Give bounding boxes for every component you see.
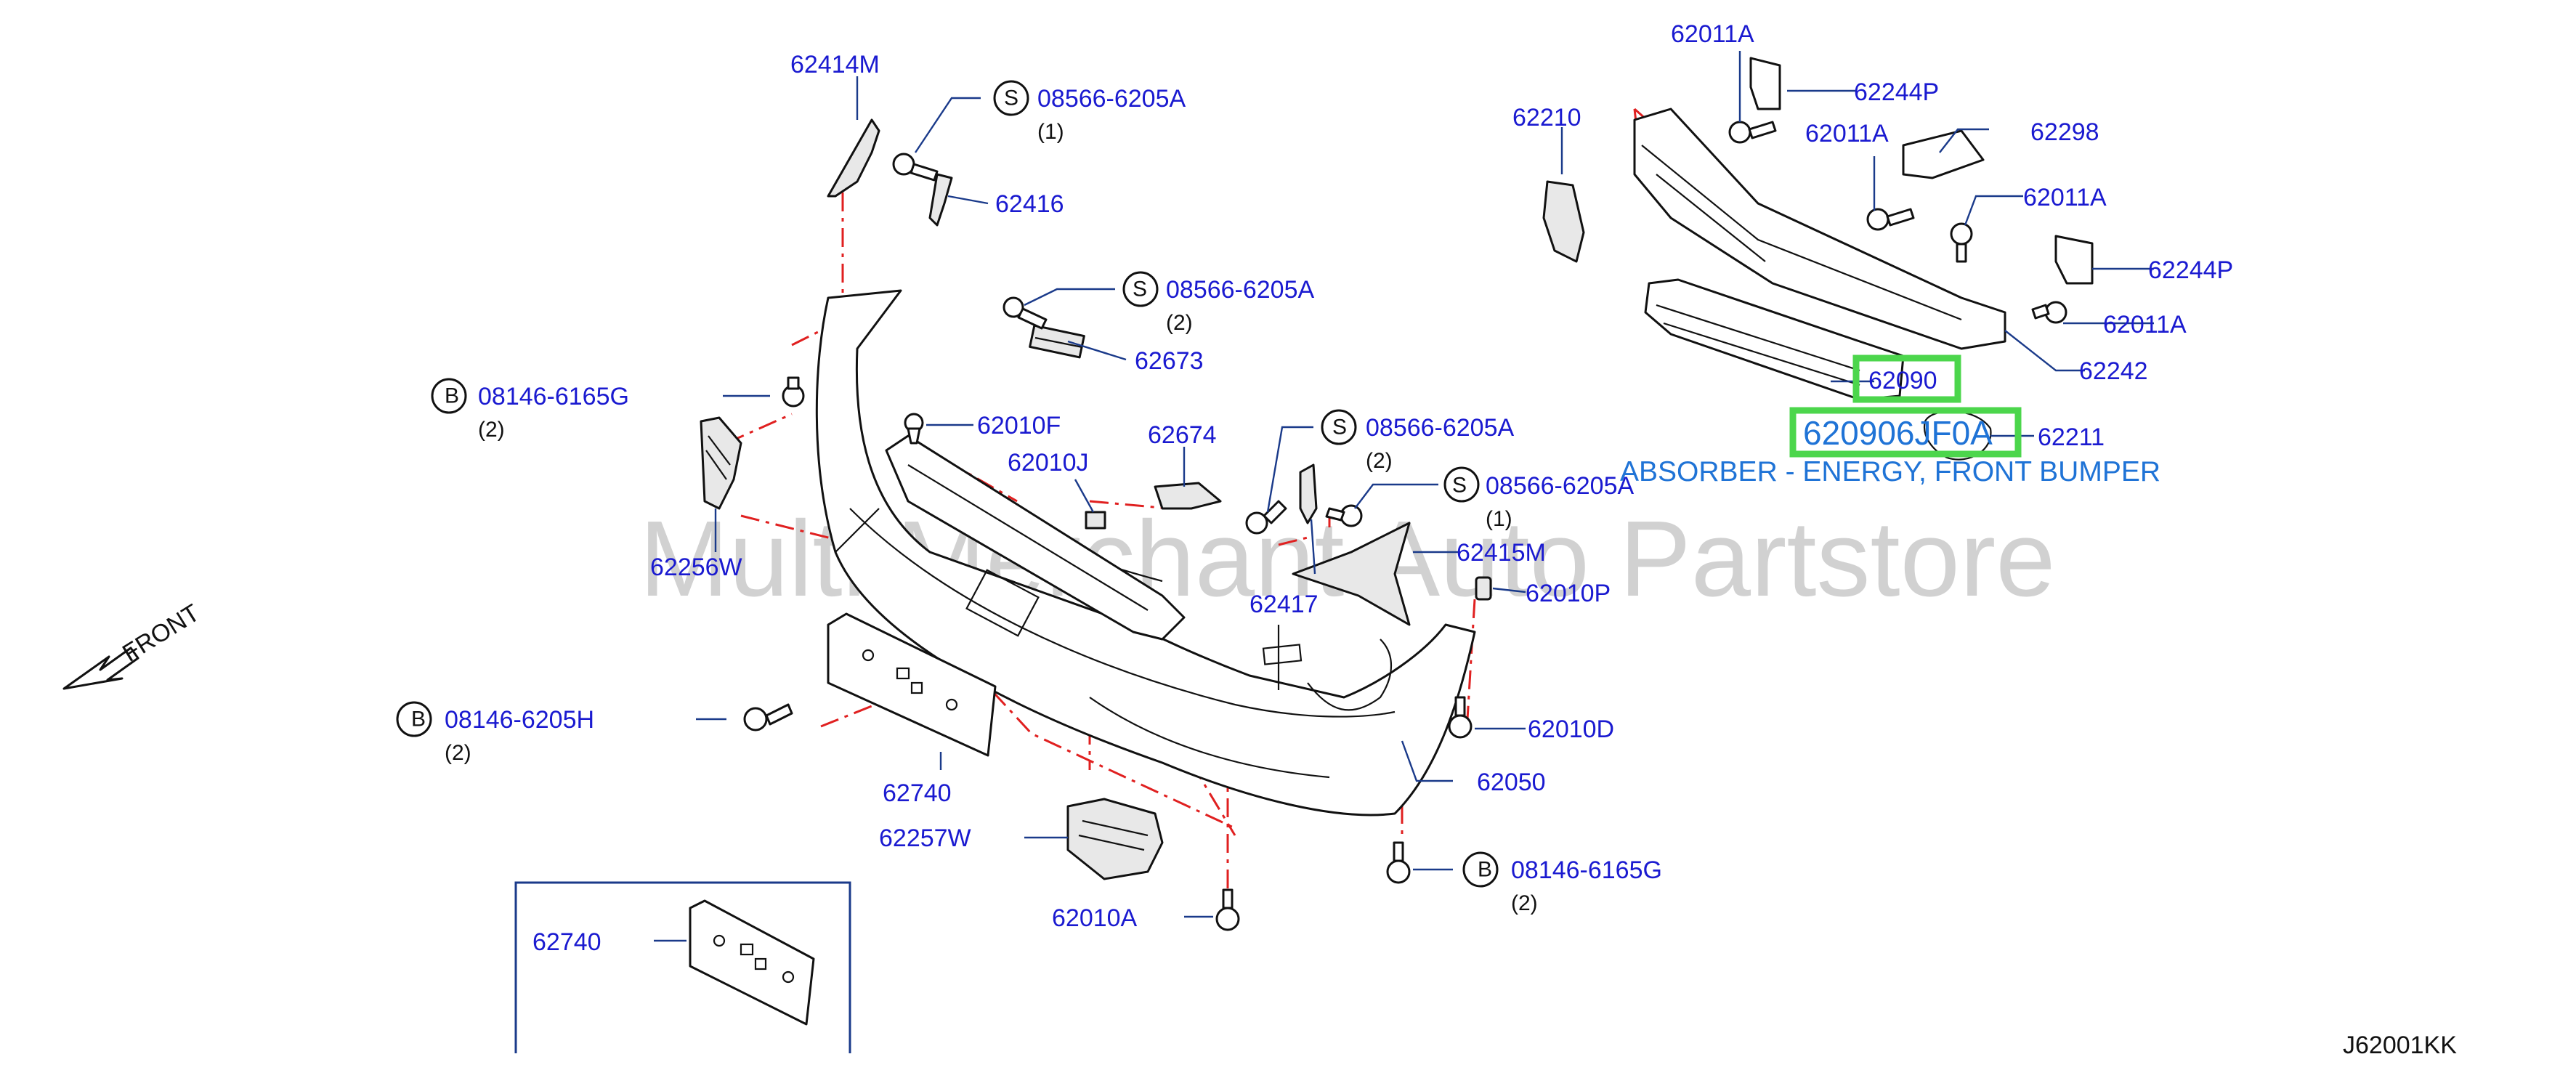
bolt-icon xyxy=(782,376,805,408)
part-62010j xyxy=(1085,511,1106,530)
drawing-code: J62001KK xyxy=(2343,1032,2457,1059)
inner-bracket xyxy=(885,434,1186,641)
front-arrow-icon xyxy=(62,647,139,690)
callout-label: 62242 xyxy=(2079,357,2148,385)
callout-label: 08146-6205H xyxy=(445,706,594,734)
callout-label: 08146-6165G xyxy=(1511,856,1662,884)
part-62673 xyxy=(1029,324,1085,359)
callout-label: 62011A xyxy=(1805,120,1889,147)
callout-label: 62257W xyxy=(879,824,971,852)
part-62674 xyxy=(1154,482,1222,510)
quantity-label: (2) xyxy=(445,741,471,765)
part-62210 xyxy=(1542,180,1585,263)
callout-label: 08566-6205A xyxy=(1037,85,1186,113)
callout-label: 62010F xyxy=(977,412,1061,439)
symbol-letter: B xyxy=(445,384,459,408)
callout-label: 62010P xyxy=(1526,580,1611,607)
callout-label: 08566-6205A xyxy=(1486,472,1635,500)
callout-label: 62740 xyxy=(532,928,602,956)
highlight-part-number: 62090 xyxy=(1868,367,1937,394)
callout-label: 08566-6205A xyxy=(1166,276,1315,304)
quantity-label: (2) xyxy=(478,418,505,442)
callout-label: 62740 xyxy=(883,779,952,807)
bolt-icon xyxy=(1003,296,1048,330)
callout-label: 62011A xyxy=(2023,184,2107,211)
highlight-box-full-part xyxy=(1789,407,2022,458)
bolt-icon xyxy=(1728,121,1777,144)
symbol-letter: S xyxy=(1452,474,1467,498)
quantity-label: (2) xyxy=(1511,891,1538,915)
callout-label: 62211 xyxy=(2038,423,2105,451)
callout-label: 62673 xyxy=(1135,347,1204,375)
part-62257w xyxy=(1066,798,1164,880)
part-62415m xyxy=(1292,522,1411,626)
quantity-label: (2) xyxy=(1366,449,1393,473)
part-62244p xyxy=(2054,235,2094,285)
part-62244p xyxy=(1749,57,1781,110)
symbol-letter: S xyxy=(1332,416,1347,439)
callout-label: 62011A xyxy=(2103,311,2187,339)
part-62010p xyxy=(1475,576,1492,601)
bolt-icon xyxy=(1950,222,1973,263)
symbol-letter: S xyxy=(1004,86,1018,110)
symbol-circles xyxy=(396,80,1499,888)
callout-label: 62244P xyxy=(2148,256,2233,284)
symbol-letter: B xyxy=(411,708,426,732)
callout-label: 62417 xyxy=(1249,591,1319,618)
part-62256w xyxy=(700,416,742,510)
callout-label: 62050 xyxy=(1477,769,1546,796)
leader-lines xyxy=(654,51,2154,942)
callout-label: 08146-6165G xyxy=(478,383,629,410)
highlight-box-part xyxy=(1852,354,1961,403)
label-layer: 62414M 08566-6205A S (1) 62416 08566-6205A S (2… xyxy=(411,20,2233,956)
callout-label: 62298 xyxy=(2030,118,2099,146)
bolt-icon xyxy=(1325,504,1363,527)
callout-label: 62010A xyxy=(1052,904,1138,932)
part-62298 xyxy=(1902,129,1985,179)
energy-absorber xyxy=(1644,278,1905,401)
callout-label: 62244P xyxy=(1854,78,1939,106)
part-62416 xyxy=(928,173,953,227)
quantity-label: (1) xyxy=(1486,507,1512,531)
bolt-icon xyxy=(743,703,793,732)
highlight-full-part-number: 620906JF0A xyxy=(1803,414,1993,452)
callout-label: 62415M xyxy=(1457,539,1546,567)
callout-label: 62010J xyxy=(1008,449,1089,477)
license-plate-bracket xyxy=(827,612,997,757)
bolt-icon xyxy=(2031,301,2067,324)
quantity-label: (1) xyxy=(1037,120,1064,144)
part-62417 xyxy=(1299,463,1318,524)
inset-box xyxy=(514,881,851,1053)
quantity-label: (2) xyxy=(1166,311,1193,335)
part-62414m xyxy=(827,118,880,198)
part-description: ABSORBER - ENERGY, FRONT BUMPER xyxy=(1620,456,2160,487)
part-62010f xyxy=(904,413,924,445)
callout-label: 62010D xyxy=(1528,716,1614,743)
callout-label: 62256W xyxy=(650,554,742,581)
callout-label: 62011A xyxy=(1671,20,1754,48)
symbol-letter: S xyxy=(1133,277,1147,301)
bolt-icon xyxy=(1215,888,1240,931)
front-direction-label: FRONT xyxy=(118,599,204,668)
callout-label: 08566-6205A xyxy=(1366,414,1515,442)
reinforcement-beam xyxy=(1633,108,2006,350)
bolt-icon xyxy=(1866,208,1915,231)
bolt-icon xyxy=(1448,696,1473,739)
callout-label: 62210 xyxy=(1512,104,1581,131)
symbol-letter: B xyxy=(1478,858,1492,882)
bolt-icon xyxy=(892,153,939,182)
callout-label: 62674 xyxy=(1148,421,1217,449)
callout-label: 62416 xyxy=(995,190,1064,218)
callout-label: 62414M xyxy=(790,51,880,78)
bolt-icon xyxy=(1386,841,1411,884)
bolt-icon xyxy=(1245,500,1287,535)
